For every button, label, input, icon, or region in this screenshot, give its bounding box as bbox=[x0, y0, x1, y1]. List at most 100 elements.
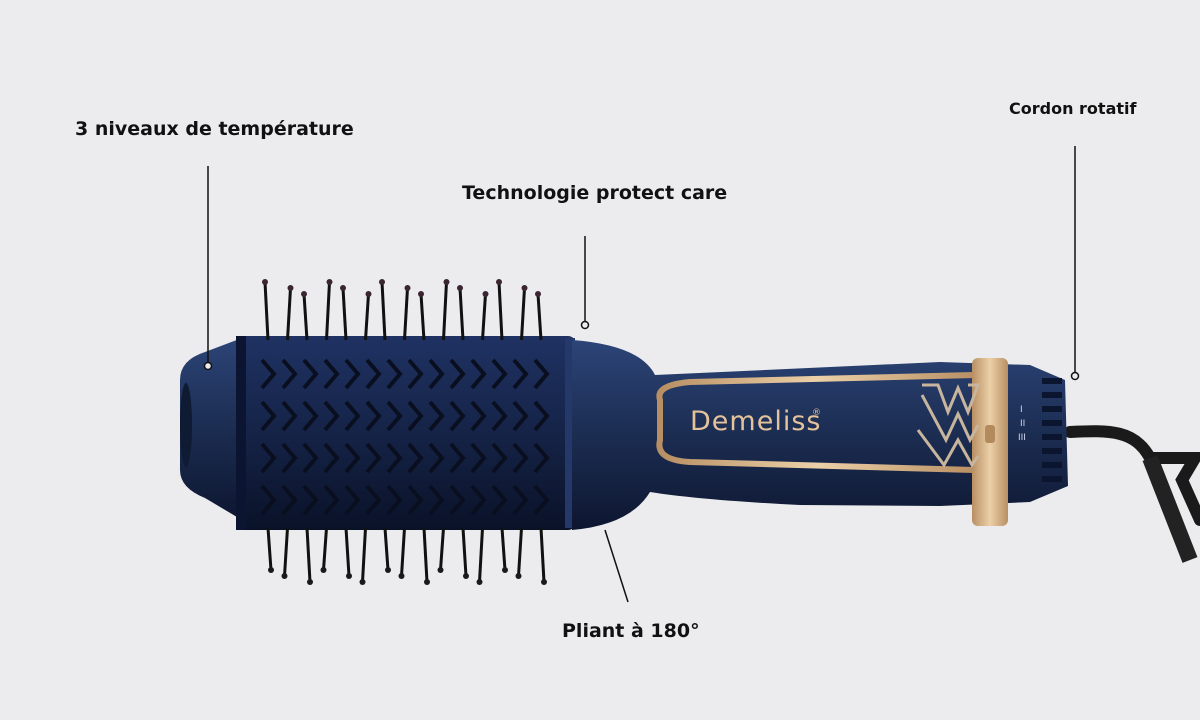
barrel-groove bbox=[260, 400, 277, 432]
barrel-groove bbox=[449, 484, 466, 516]
barrel-groove bbox=[365, 442, 382, 474]
bristle-bottom bbox=[422, 527, 429, 583]
bristle-tip bbox=[379, 279, 385, 285]
bristle-tip bbox=[437, 567, 444, 573]
barrel-groove bbox=[281, 442, 298, 474]
barrel-groove bbox=[491, 400, 508, 432]
barrel-groove bbox=[470, 358, 487, 390]
bristle-top bbox=[419, 293, 426, 341]
bristle-bottom bbox=[439, 527, 445, 571]
barrel-groove bbox=[470, 484, 487, 516]
bristle-bottom bbox=[344, 527, 351, 577]
bristle-tip bbox=[398, 573, 405, 579]
barrel-groove bbox=[365, 400, 382, 432]
bristle-tip bbox=[541, 579, 547, 585]
callout-technology-label: Technologie protect care bbox=[462, 182, 728, 204]
bristle-tip bbox=[307, 579, 313, 585]
bristle-bottom bbox=[500, 527, 507, 571]
bristle-tip bbox=[268, 567, 274, 573]
power-cord bbox=[1064, 425, 1200, 563]
barrel-groove bbox=[407, 484, 424, 516]
bristle-top bbox=[497, 281, 504, 341]
bristle-tip bbox=[287, 285, 294, 291]
bristle-tip bbox=[457, 285, 463, 291]
barrel-groove bbox=[533, 442, 550, 474]
bristle-tip bbox=[424, 579, 430, 585]
bristle-top bbox=[286, 287, 292, 341]
bristle-tip bbox=[301, 291, 307, 297]
barrel-groove bbox=[449, 358, 466, 390]
bristle-tip bbox=[463, 573, 469, 579]
bristle-top bbox=[341, 287, 348, 341]
barrel-groove bbox=[281, 358, 298, 390]
barrel-groove bbox=[470, 442, 487, 474]
barrel-groove bbox=[386, 400, 403, 432]
barrel-groove bbox=[386, 484, 403, 516]
barrel-groove bbox=[491, 358, 508, 390]
bristle-tip bbox=[359, 579, 366, 585]
barrel-groove bbox=[491, 484, 508, 516]
barrel-groove bbox=[512, 442, 529, 474]
barrel-groove bbox=[344, 358, 361, 390]
barrel-groove bbox=[365, 358, 382, 390]
bristle-bottom bbox=[361, 527, 367, 583]
air-vents bbox=[1042, 378, 1062, 482]
leader-dot-temperature bbox=[203, 361, 213, 371]
bristle-tip bbox=[515, 573, 522, 579]
barrel-groove bbox=[260, 358, 277, 390]
barrel-groove bbox=[428, 358, 445, 390]
bristle-bottom bbox=[305, 527, 312, 583]
bristle-top bbox=[364, 293, 370, 341]
bristle-tip bbox=[320, 567, 327, 573]
barrel-groove bbox=[323, 442, 340, 474]
barrel-groove bbox=[323, 358, 340, 390]
speed-markings: I II III bbox=[1018, 405, 1026, 443]
barrel-groove bbox=[428, 400, 445, 432]
bristle-top bbox=[302, 293, 309, 341]
barrel-groove bbox=[470, 400, 487, 432]
brand-logo: Demeliss bbox=[690, 406, 821, 437]
bristle-bottom bbox=[283, 527, 289, 577]
bristle-bottom bbox=[539, 527, 546, 583]
barrel-groove bbox=[386, 358, 403, 390]
barrel-groove bbox=[407, 442, 424, 474]
bristle-bottom bbox=[400, 527, 406, 577]
barrel-groove bbox=[407, 358, 424, 390]
bristle-tip bbox=[521, 285, 528, 291]
bristle-tip bbox=[443, 279, 450, 285]
bristle-tip bbox=[502, 567, 508, 573]
barrel-groove bbox=[386, 442, 403, 474]
bristle-top bbox=[442, 281, 448, 341]
leader-dot-cord bbox=[1070, 371, 1080, 381]
bristle-bottom bbox=[517, 527, 523, 577]
wonder-woman-w-icon bbox=[916, 383, 981, 468]
bristle-top bbox=[536, 293, 543, 341]
speed-marking-1: I bbox=[1020, 405, 1023, 415]
bristle-top bbox=[403, 287, 409, 341]
bristle-tip bbox=[535, 291, 541, 297]
barrel-groove bbox=[533, 358, 550, 390]
callout-leaders bbox=[203, 146, 1080, 603]
brush-bristles bbox=[260, 279, 550, 585]
barrel-groove bbox=[344, 484, 361, 516]
bristle-top bbox=[325, 281, 331, 341]
barrel-groove bbox=[491, 442, 508, 474]
bristle-top bbox=[380, 281, 387, 341]
bristle-top bbox=[520, 287, 526, 341]
bristle-bottom bbox=[383, 527, 390, 571]
bristle-top bbox=[481, 293, 487, 341]
barrel-groove bbox=[281, 400, 298, 432]
barrel-groove bbox=[449, 442, 466, 474]
bristle-tip bbox=[262, 279, 268, 285]
speed-switch bbox=[985, 425, 995, 443]
barrel-groove bbox=[323, 484, 340, 516]
bristle-bottom bbox=[322, 527, 328, 571]
bristle-tip bbox=[476, 579, 483, 585]
bristle-tip bbox=[404, 285, 411, 291]
barrel-groove bbox=[512, 484, 529, 516]
callout-folding-label: Pliant à 180° bbox=[562, 620, 700, 642]
bristle-tip bbox=[346, 573, 352, 579]
barrel-groove bbox=[260, 442, 277, 474]
